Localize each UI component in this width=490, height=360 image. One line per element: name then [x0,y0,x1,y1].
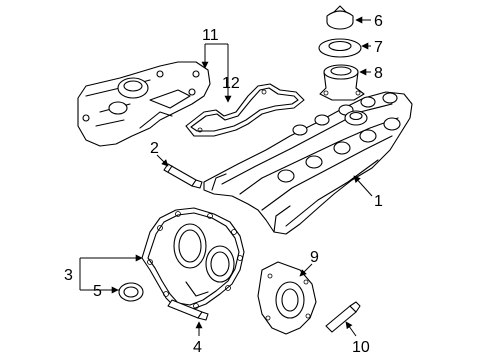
sealant-tube-upper [163,163,203,189]
crankshaft-seal [118,282,144,302]
callout-9: 9 [310,249,319,266]
valve-cover [203,91,413,235]
callouts: 11 12 6 7 8 1 2 3 5 4 9 10 [64,13,383,356]
leader-lines [79,16,373,337]
callout-10: 10 [352,339,370,356]
callout-3: 3 [64,267,73,284]
rear-cover [257,261,317,335]
callout-5: 5 [93,283,102,300]
callout-4: 4 [193,339,202,356]
oil-filler-cap [326,5,354,30]
filler-cap-seal [318,38,362,58]
callout-12: 12 [222,75,240,92]
sealant-tube-lower [167,299,209,321]
callout-1: 1 [374,193,383,210]
callout-11: 11 [202,27,219,44]
breather-gasket [185,83,305,137]
callout-6: 6 [374,13,383,30]
callout-7: 7 [374,39,383,56]
timing-cover [141,207,245,311]
filler-neck [319,64,365,101]
sealant-tube-right [325,301,361,333]
oil-separator-housing [77,61,211,147]
callout-2: 2 [150,140,159,157]
callout-8: 8 [374,65,383,82]
